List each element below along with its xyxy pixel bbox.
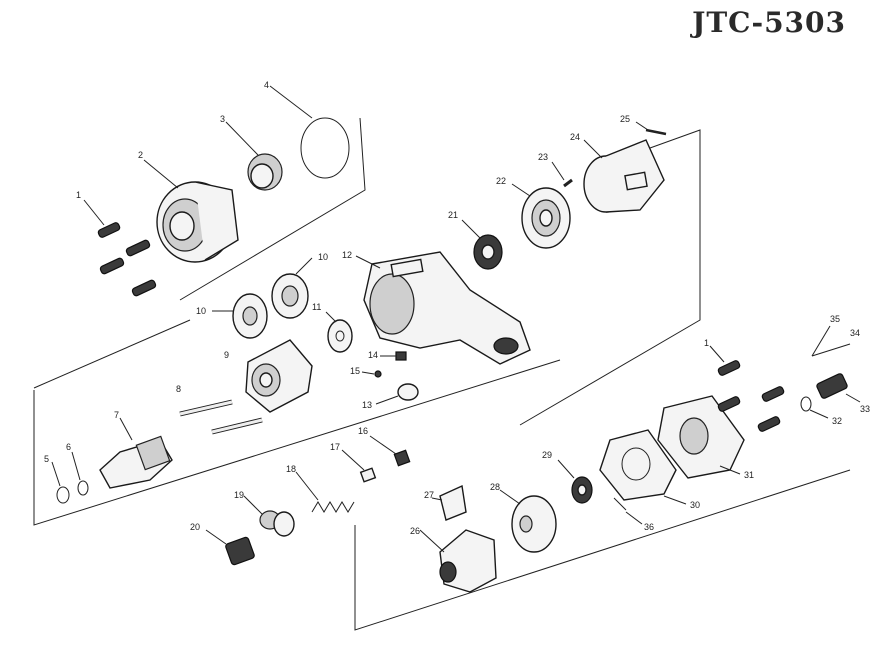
callout-33: 33 bbox=[860, 404, 870, 414]
part-15-screw bbox=[361, 370, 382, 378]
part-2-rear-housing bbox=[143, 159, 239, 263]
callout-25: 25 bbox=[620, 114, 630, 124]
part-9-hammer-cage bbox=[245, 339, 313, 413]
part-1-right-screws bbox=[709, 345, 785, 432]
callout-17: 17 bbox=[330, 442, 340, 452]
part-21-bearing bbox=[461, 219, 503, 270]
part-25-pin bbox=[635, 121, 667, 136]
callout-4: 4 bbox=[264, 80, 269, 90]
callout-30: 30 bbox=[690, 500, 700, 510]
boundary-housing-rear bbox=[179, 117, 366, 301]
callout-3: 3 bbox=[220, 114, 225, 124]
callout-9: 9 bbox=[224, 350, 229, 360]
callout-20: 20 bbox=[190, 522, 200, 532]
callout-13: 13 bbox=[362, 400, 372, 410]
callout-7: 7 bbox=[114, 410, 119, 420]
part-8-pins bbox=[179, 399, 263, 435]
callout-21: 21 bbox=[448, 210, 458, 220]
part-29-bearing bbox=[557, 459, 593, 504]
callout-11: 11 bbox=[312, 302, 321, 312]
part-13-bushing bbox=[375, 383, 419, 405]
callout-15: 15 bbox=[350, 366, 360, 376]
callout-22: 22 bbox=[496, 176, 506, 186]
part-10-hammer-frames bbox=[212, 257, 313, 339]
boundary-bottom bbox=[354, 469, 851, 631]
part-16-nut bbox=[369, 435, 411, 467]
part-36-pin bbox=[613, 497, 643, 525]
part-20-plug bbox=[205, 529, 255, 566]
part-26-rotor bbox=[419, 529, 497, 593]
part-17-washer bbox=[341, 449, 377, 483]
callout-1a: 1 bbox=[76, 190, 81, 200]
part-18-spring bbox=[295, 471, 355, 513]
callout-31: 31 bbox=[744, 470, 754, 480]
section-boundaries bbox=[33, 117, 851, 631]
callout-14: 14 bbox=[368, 350, 378, 360]
part-3-bushing bbox=[225, 121, 283, 191]
part-11-washer bbox=[325, 311, 353, 353]
callout-8: 8 bbox=[176, 384, 181, 394]
part-4-o-ring bbox=[269, 85, 350, 179]
part-27-vane bbox=[431, 484, 467, 521]
boundary-right-upper bbox=[519, 129, 701, 426]
callout-labels: 1 2 3 4 5 6 7 8 9 10 10 11 12 13 14 15 1… bbox=[44, 80, 870, 536]
callout-35: 35 bbox=[830, 314, 840, 324]
callout-32: 32 bbox=[832, 416, 842, 426]
callout-10a: 10 bbox=[196, 306, 206, 316]
callout-23: 23 bbox=[538, 152, 548, 162]
part-23-pin bbox=[551, 161, 573, 188]
part-31-back-cap bbox=[657, 395, 745, 479]
callout-34: 34 bbox=[850, 328, 860, 338]
boundary-lower-left bbox=[33, 359, 561, 526]
part-12-main-housing bbox=[355, 251, 531, 365]
callout-19: 19 bbox=[234, 490, 244, 500]
callout-1b: 1 bbox=[704, 338, 709, 348]
part-7-anvil bbox=[99, 417, 173, 489]
callout-36: 36 bbox=[644, 522, 654, 532]
part-24-cylinder bbox=[583, 139, 665, 213]
callout-10b: 10 bbox=[318, 252, 328, 262]
part-14-clip bbox=[380, 351, 407, 361]
model-title: JTC-5303 bbox=[692, 6, 846, 39]
part-1-screws bbox=[83, 199, 157, 297]
part-28-rear-plate bbox=[499, 489, 557, 553]
callout-24: 24 bbox=[570, 132, 580, 142]
callout-27: 27 bbox=[424, 490, 434, 500]
callout-2: 2 bbox=[138, 150, 143, 160]
callout-26: 26 bbox=[410, 526, 420, 536]
part-32-washer bbox=[800, 396, 829, 419]
part-34-35-deflector bbox=[811, 325, 851, 357]
part-33-air-inlet bbox=[816, 373, 861, 403]
boundary-left-edge bbox=[33, 319, 191, 389]
part-22-end-plate bbox=[511, 183, 571, 249]
callout-12: 12 bbox=[342, 250, 352, 260]
callout-16: 16 bbox=[358, 426, 368, 436]
callout-29: 29 bbox=[542, 450, 552, 460]
callout-28: 28 bbox=[490, 482, 500, 492]
callout-18: 18 bbox=[286, 464, 296, 474]
part-19-valve bbox=[243, 495, 295, 537]
callout-6: 6 bbox=[66, 442, 71, 452]
callout-5: 5 bbox=[44, 454, 49, 464]
part-5-6-rings bbox=[51, 451, 89, 504]
part-30-gasket bbox=[599, 429, 687, 505]
